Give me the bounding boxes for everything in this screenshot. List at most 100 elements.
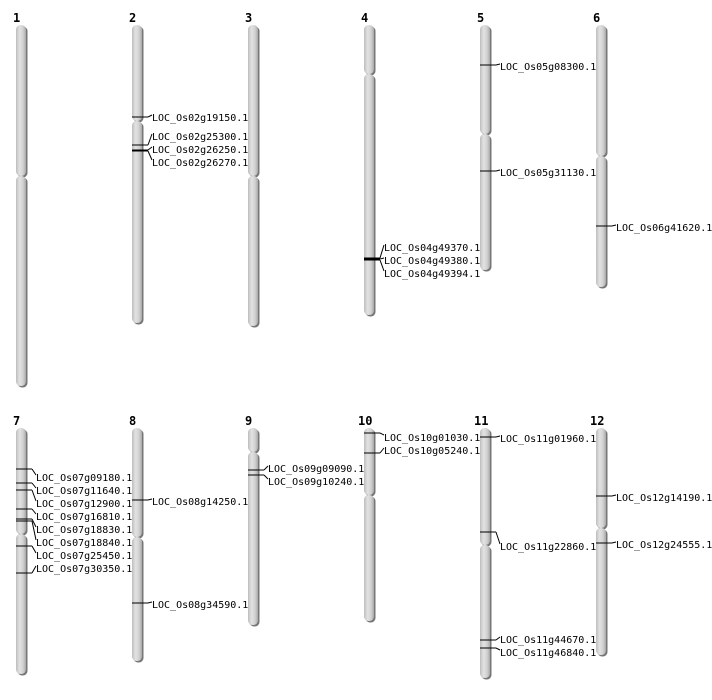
gene-marker-connector (31, 565, 37, 574)
gene-label: LOC_Os07g16810.1 (36, 512, 132, 523)
gene-label: LOC_Os05g08300.1 (500, 62, 596, 73)
gene-marker-connector (495, 531, 501, 545)
gene-label: LOC_Os04g49380.1 (384, 256, 480, 267)
gene-label: LOC_Os07g30350.1 (36, 564, 132, 575)
gene-label: LOC_Os10g05240.1 (384, 446, 480, 457)
gene-marker-connector (495, 63, 501, 66)
chromosome-long-arm (596, 156, 606, 287)
gene-label: LOC_Os07g18840.1 (36, 538, 132, 549)
gene-label: LOC_Os09g09090.1 (268, 464, 364, 475)
chromosome-long-arm (480, 545, 490, 678)
gene-marker-connector (379, 447, 385, 454)
chromosome-number: 9 (245, 414, 252, 428)
gene-label: LOC_Os02g26250.1 (152, 145, 248, 156)
gene-label: LOC_Os02g19150.1 (152, 113, 248, 124)
chromosome-short-arm (132, 25, 142, 121)
gene-marker-connector (611, 494, 617, 497)
chromosome-short-arm (480, 428, 490, 545)
chromosome-4: 4LOC_Os04g49370.1LOC_Os04g49380.1LOC_Os0… (361, 11, 480, 317)
gene-marker-connector (379, 244, 385, 259)
gene-marker-connector (495, 435, 501, 438)
gene-marker-connector (31, 518, 37, 528)
chromosome-number: 6 (593, 11, 600, 25)
chromosome-1: 1 (13, 11, 28, 388)
chromosome-number: 8 (129, 414, 136, 428)
gene-marker-connector (379, 432, 385, 436)
gene-marker-connector (31, 520, 37, 541)
gene-label: LOC_Os07g18830.1 (36, 525, 132, 536)
gene-label: LOC_Os11g22860.1 (500, 542, 596, 553)
gene-marker-connector (31, 468, 37, 476)
gene-label: LOC_Os09g10240.1 (268, 477, 364, 488)
gene-label: LOC_Os02g25300.1 (152, 132, 248, 143)
gene-marker-connector (611, 541, 617, 544)
chromosome-number: 4 (361, 11, 368, 25)
chromosome-short-arm (132, 428, 142, 537)
gene-label: LOC_Os12g14190.1 (616, 493, 712, 504)
gene-marker-connector (263, 465, 269, 471)
gene-label: LOC_Os10g01030.1 (384, 433, 480, 444)
chromosome-short-arm (596, 428, 606, 528)
chromosome-11: 11LOC_Os11g01960.1LOC_Os11g22860.1LOC_Os… (474, 414, 596, 680)
chromosome-long-arm (132, 537, 142, 661)
gene-label: LOC_Os04g49394.1 (384, 269, 480, 280)
gene-marker-connector (31, 489, 37, 502)
chromosome-short-arm (364, 25, 374, 74)
gene-marker-connector (147, 150, 153, 161)
chromosome-long-arm (248, 452, 258, 625)
gene-label: LOC_Os05g31130.1 (500, 168, 596, 179)
gene-label: LOC_Os08g34590.1 (152, 600, 248, 611)
gene-marker-connector (495, 169, 501, 172)
chromosome-long-arm (364, 495, 374, 621)
chromosome-short-arm (480, 25, 490, 134)
gene-label: LOC_Os12g24555.1 (616, 540, 712, 551)
gene-label: LOC_Os11g01960.1 (500, 434, 596, 445)
gene-label: LOC_Os07g12900.1 (36, 499, 132, 510)
chromosome-short-arm (16, 25, 26, 176)
chromosome-number: 7 (13, 414, 20, 428)
gene-marker-connector (263, 474, 269, 480)
chromosome-short-arm (16, 428, 26, 534)
gene-marker-connector (147, 114, 153, 118)
gene-label: LOC_Os11g44670.1 (500, 635, 596, 646)
gene-label: LOC_Os07g25450.1 (36, 551, 132, 562)
chromosome-number: 10 (358, 414, 372, 428)
gene-marker-connector (147, 601, 153, 604)
chromosome-long-arm (364, 74, 374, 315)
gene-marker-connector (147, 498, 153, 501)
gene-label: LOC_Os02g26270.1 (152, 158, 248, 169)
gene-marker-connector (379, 257, 385, 260)
gene-marker-connector (147, 146, 153, 151)
chromosome-number: 1 (13, 11, 20, 25)
chromosome-number: 5 (477, 11, 484, 25)
gene-marker-connector (147, 133, 153, 146)
gene-marker-connector (31, 508, 37, 515)
chromosome-long-arm (480, 134, 490, 270)
gene-label: LOC_Os08g14250.1 (152, 497, 248, 508)
gene-label: LOC_Os04g49370.1 (384, 243, 480, 254)
chromosome-long-arm (132, 121, 142, 323)
gene-marker-connector (495, 636, 501, 641)
chromosome-short-arm (364, 428, 374, 495)
gene-marker-connector (31, 545, 37, 554)
gene-marker-connector (379, 259, 385, 272)
gene-label: LOC_Os06g41620.1 (616, 223, 712, 234)
chromosome-number: 2 (129, 11, 136, 25)
gene-label: LOC_Os11g46840.1 (500, 648, 596, 659)
chromosome-number: 11 (474, 414, 488, 428)
chromosome-short-arm (596, 25, 606, 156)
chromosome-short-arm (248, 428, 258, 452)
chromosome-short-arm (248, 25, 258, 176)
gene-marker-connector (495, 647, 501, 651)
chromosome-long-arm (16, 176, 26, 386)
chromosome-long-arm (596, 528, 606, 655)
chromosome-number: 3 (245, 11, 252, 25)
chromosome-long-arm (248, 176, 258, 326)
